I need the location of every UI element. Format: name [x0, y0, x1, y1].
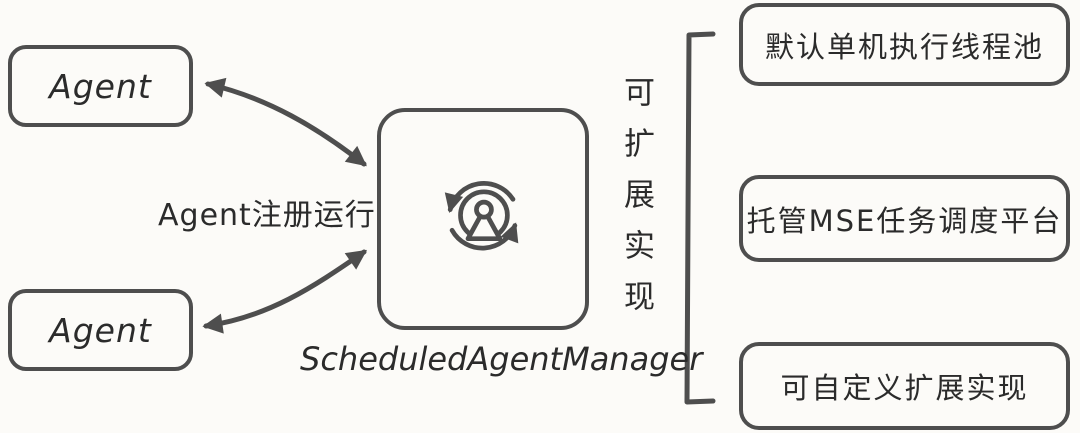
agent-node-label: Agent — [49, 310, 152, 350]
impl-node-custom: 可自定义扩展实现 — [739, 342, 1070, 430]
arrow-top-agent-manager — [204, 77, 367, 167]
extension-label: 可扩展实现 — [618, 76, 654, 331]
manager-node — [377, 108, 589, 330]
impl-node-label: 默认单机执行线程池 — [764, 29, 1044, 64]
agent-node-bottom: Agent — [8, 289, 193, 371]
agent-sync-icon — [444, 181, 519, 251]
implementations-bracket — [684, 31, 716, 405]
impl-node-mse-platform: 托管MSE任务调度平台 — [739, 175, 1070, 262]
impl-node-label: 可自定义扩展实现 — [780, 371, 1029, 405]
impl-node-label: 托管MSE任务调度平台 — [746, 203, 1063, 238]
agent-node-top: Agent — [8, 45, 193, 127]
agent-node-label: Agent — [49, 66, 152, 106]
impl-node-thread-pool: 默认单机执行线程池 — [739, 3, 1070, 86]
edge-label: Agent注册运行 — [158, 198, 376, 233]
arrow-bottom-agent-manager — [202, 249, 368, 334]
manager-label: ScheduledAgentManager — [300, 340, 703, 378]
